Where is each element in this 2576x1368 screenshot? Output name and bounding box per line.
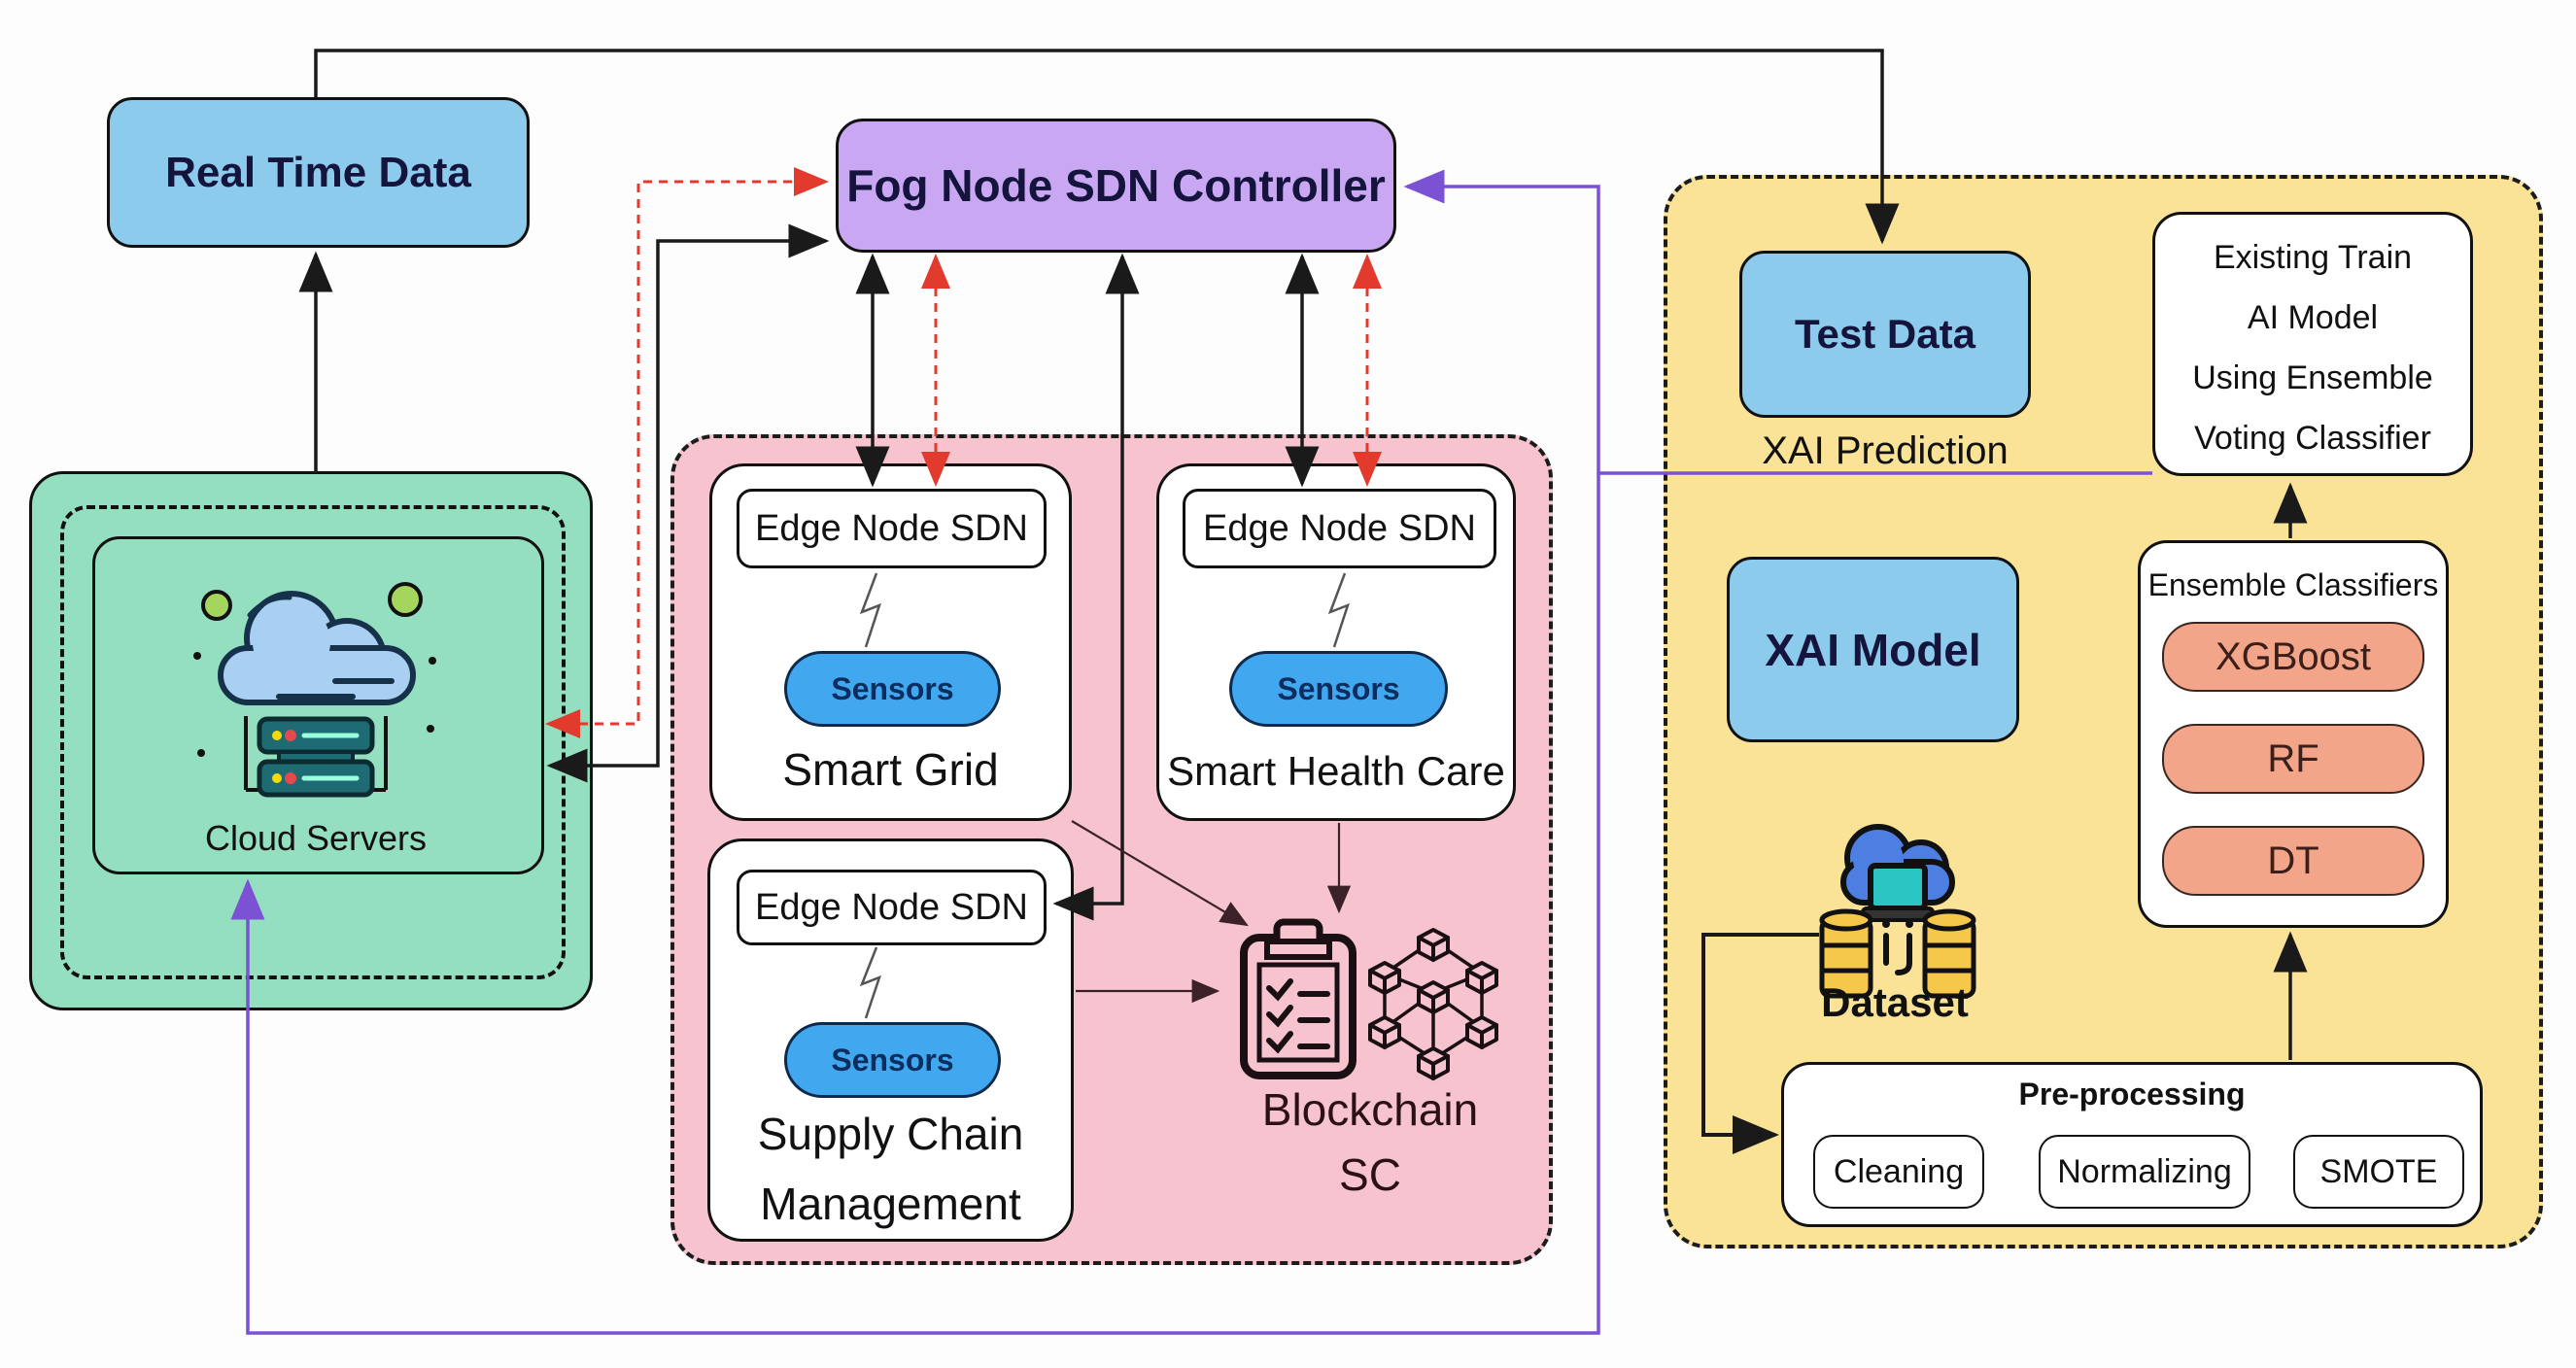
existing-train-model-text: Existing Train AI Model Using Ensemble V…: [2152, 227, 2473, 468]
existing-train-model-box: [2152, 212, 2473, 476]
existing-train-line: AI Model: [2247, 299, 2379, 336]
classifier-xgboost: XGBoost: [2162, 622, 2424, 692]
supply-chain-edge-node: Edge Node SDN: [737, 870, 1047, 945]
classifier-dt: DT: [2162, 826, 2424, 896]
health-care-sensors: Sensors: [1229, 651, 1448, 727]
cloud-servers-label: Cloud Servers: [204, 818, 428, 858]
supply-chain-label-line2: Management: [760, 1179, 1021, 1229]
classifier-label: DT: [2267, 838, 2319, 882]
edge-node-label: Edge Node SDN: [1203, 507, 1476, 549]
step-label: SMOTE: [2319, 1152, 2438, 1190]
smart-grid-label: Smart Grid: [782, 744, 999, 795]
test-data-node: Test Data: [1739, 251, 2031, 418]
blockchain-sc-label: SC: [1339, 1149, 1401, 1200]
classifier-rf: RF: [2162, 724, 2424, 794]
classifier-label: XGBoost: [2215, 634, 2372, 678]
edge-node-label: Edge Node SDN: [755, 886, 1028, 928]
health-care-edge-node: Edge Node SDN: [1183, 489, 1496, 568]
real-time-data-node: Real Time Data: [107, 97, 530, 248]
existing-train-line: Voting Classifier: [2194, 420, 2431, 457]
classifier-label: RF: [2267, 736, 2319, 780]
preprocessing-step-smote: SMOTE: [2293, 1135, 2464, 1209]
blockchain-label: Blockchain: [1261, 1084, 1479, 1135]
step-label: Cleaning: [1833, 1152, 1965, 1190]
xai-model-label: XAI Model: [1765, 624, 1981, 675]
existing-train-line: Using Ensemble: [2192, 359, 2433, 396]
preprocessing-step-normalizing: Normalizing: [2039, 1135, 2250, 1209]
supply-chain-sensors: Sensors: [784, 1022, 1001, 1098]
existing-train-line: Existing Train: [2213, 239, 2413, 276]
preprocessing-label: Pre-processing: [2018, 1077, 2246, 1112]
fog-controller-label: Fog Node SDN Controller: [846, 160, 1386, 211]
preprocessing-step-cleaning: Cleaning: [1813, 1135, 1984, 1209]
sensors-label: Sensors: [831, 670, 954, 706]
xai-model-node: XAI Model: [1727, 557, 2019, 742]
fog-controller-node: Fog Node SDN Controller: [836, 119, 1396, 253]
real-time-data-label: Real Time Data: [165, 148, 471, 196]
edge-node-label: Edge Node SDN: [755, 507, 1028, 549]
sensors-label: Sensors: [831, 1042, 954, 1077]
smart-grid-sensors: Sensors: [784, 651, 1001, 727]
supply-chain-label-line1: Supply Chain: [757, 1109, 1024, 1159]
xai-prediction-label: XAI Prediction: [1762, 429, 2009, 472]
smart-health-care-label: Smart Health Care: [1167, 748, 1505, 794]
dataset-label: Dataset: [1821, 979, 1969, 1025]
step-label: Normalizing: [2057, 1152, 2232, 1190]
sensors-label: Sensors: [1277, 670, 1400, 706]
ensemble-classifiers-label: Ensemble Classifiers: [2147, 567, 2439, 602]
smart-grid-edge-node: Edge Node SDN: [737, 489, 1047, 568]
test-data-label: Test Data: [1795, 311, 1975, 357]
